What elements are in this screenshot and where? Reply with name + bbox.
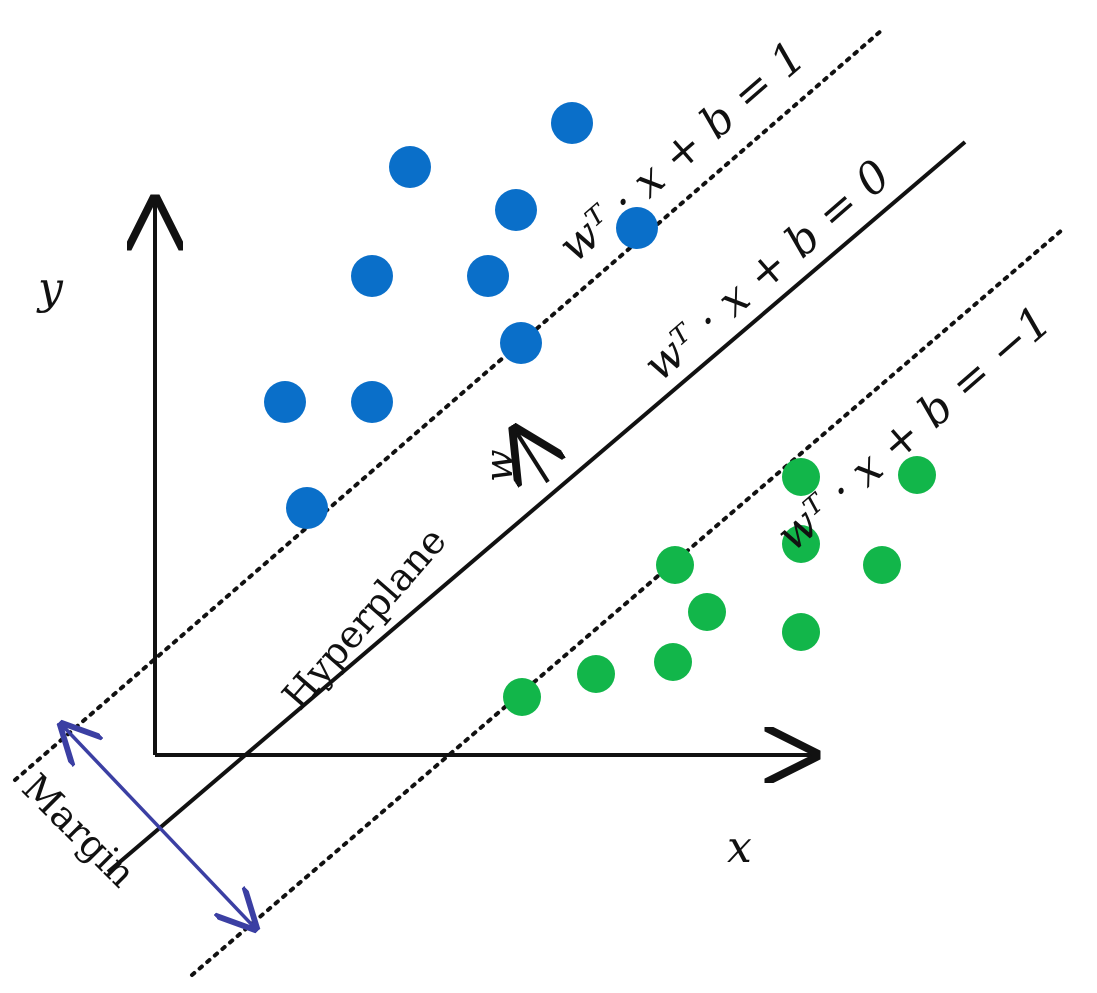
class-a-point [551,102,593,144]
class-b-point [503,678,541,716]
class-a-point [500,322,542,364]
class-b-point [782,613,820,651]
class-b-point [863,546,901,584]
upper-margin-line [13,28,884,782]
class-b-point [782,458,820,496]
hyperplane-label: Hyperplane [274,519,455,718]
class-b-point [688,593,726,631]
margin-label: Margin [14,765,145,896]
class-a-point [616,207,658,249]
normal-vector-arrow [515,430,548,482]
class-b-point [654,643,692,681]
lower-margin-equation: wᵀ · x + b = −1 [767,296,1061,561]
normal-vector-label: w [477,449,521,482]
class-a-point [495,189,537,231]
class-a-point [351,381,393,423]
class-a-point [467,255,509,297]
class-a-point [389,146,431,188]
x-axis-label: x [727,822,752,873]
class-b-point [577,655,615,693]
class-a-points [264,102,658,529]
class-b-points [503,456,936,716]
class-b-point [898,456,936,494]
margin-arrow [62,725,255,928]
class-a-point [351,255,393,297]
class-b-point [656,546,694,584]
class-a-point [286,487,328,529]
class-a-point [264,381,306,423]
y-axis-label: y [36,263,64,314]
lower-margin-line [190,228,1064,977]
class-b-point [782,525,820,563]
